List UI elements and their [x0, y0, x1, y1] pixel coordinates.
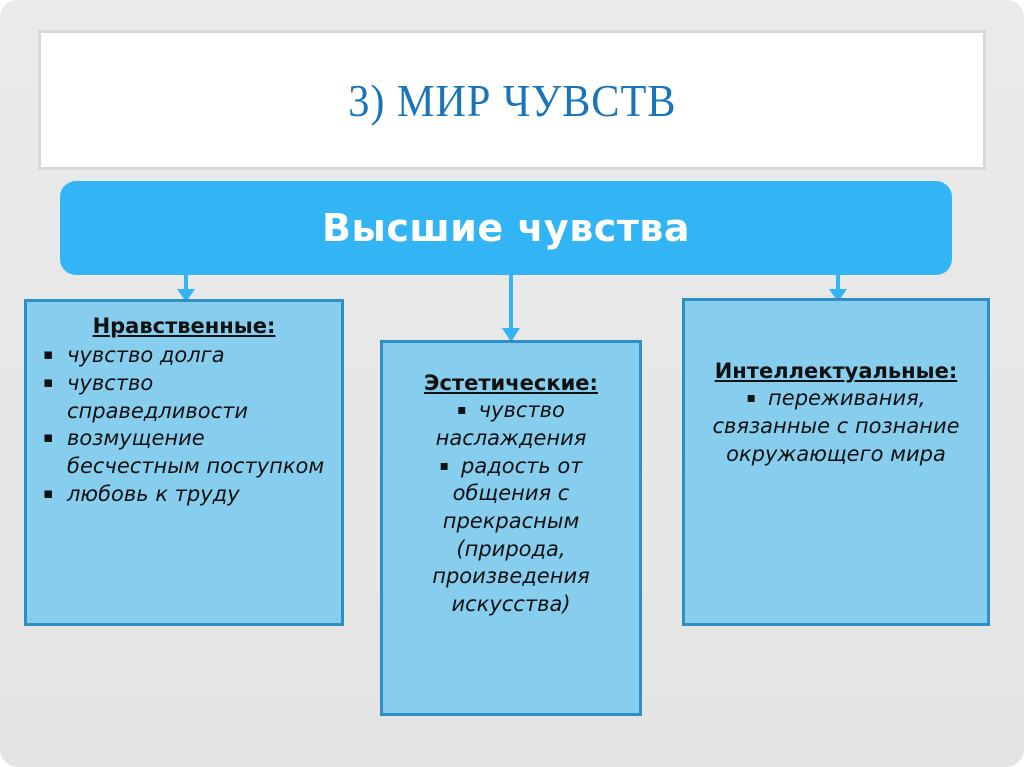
list-item-label: чувство долга — [67, 343, 225, 368]
category-box-intellectual: Интеллектуальные: ▪переживания, связанны… — [682, 298, 990, 626]
category-list-intellectual: ▪переживания, связанные с познание окруж… — [693, 385, 979, 468]
bullet-square-icon: ▪ — [746, 390, 757, 407]
list-item-label: чувство наслаждения — [435, 398, 587, 450]
bullet-square-icon: ▪ — [43, 372, 54, 391]
banner-label: Высшие чувства — [322, 206, 690, 250]
banner-higher-feelings: Высшие чувства — [60, 181, 952, 275]
list-item-label: чувство справедливости — [67, 370, 249, 423]
arrow-to-intellectual-icon — [829, 274, 847, 302]
bullet-square-icon: ▪ — [439, 457, 450, 474]
bullet-square-icon: ▪ — [43, 345, 54, 364]
bullet-square-icon: ▪ — [43, 483, 54, 502]
arrow-to-aesthetic-icon — [502, 274, 520, 342]
category-list-aesthetic: ▪чувство наслаждения ▪радость от общения… — [389, 397, 633, 619]
list-item: ▪чувство наслаждения — [389, 397, 633, 452]
slide-title-plate: 3) МИР ЧУВСТВ — [38, 30, 986, 170]
list-item: ▪ чувство долга — [37, 342, 331, 370]
category-heading-intellectual: Интеллектуальные: — [714, 359, 958, 383]
list-item: ▪переживания, связанные с познание окруж… — [693, 385, 979, 468]
list-item: ▪радость от общения с прекрасным (природ… — [389, 453, 633, 619]
category-box-aesthetic: Эстетические: ▪чувство наслаждения ▪радо… — [380, 340, 642, 716]
category-list-moral: ▪ чувство долга ▪ чувство справедливости… — [37, 342, 331, 508]
bullet-square-icon: ▪ — [43, 428, 54, 447]
arrow-to-moral-icon — [177, 274, 195, 302]
category-heading-aesthetic: Эстетические: — [424, 371, 598, 395]
list-item-label: радость от общения с прекрасным (природа… — [432, 453, 590, 617]
list-item-label: любовь к труду — [67, 481, 240, 506]
list-item: ▪ возмущение бесчестным поступком — [37, 425, 331, 480]
list-item: ▪ чувство справедливости — [37, 370, 331, 425]
list-item: ▪ любовь к труду — [37, 481, 331, 509]
bullet-square-icon: ▪ — [457, 402, 467, 419]
category-heading-moral: Нравственные: — [92, 314, 276, 338]
category-box-moral: Нравственные: ▪ чувство долга ▪ чувство … — [24, 299, 344, 626]
list-item-label: переживания, связанные с познание окружа… — [712, 386, 960, 466]
page-title: 3) МИР ЧУВСТВ — [347, 74, 677, 126]
list-item-label: возмущение бесчестным поступком — [67, 426, 325, 479]
